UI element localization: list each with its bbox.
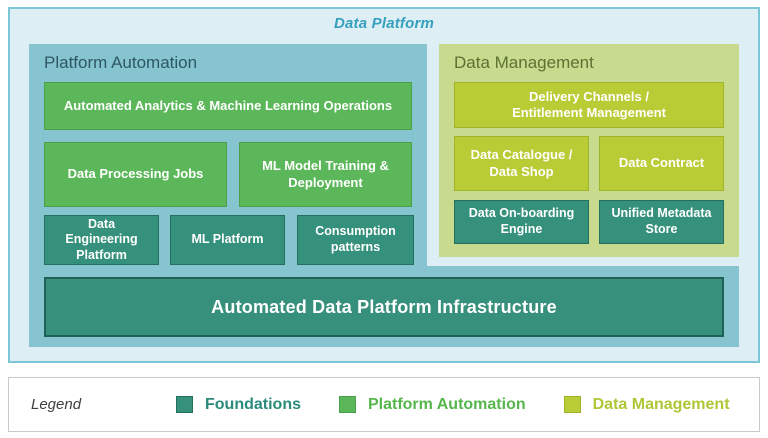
box-consumption-patterns: Consumption patterns [297, 215, 414, 265]
legend-item-label: Foundations [205, 395, 301, 413]
legend: Legend Foundations Platform Automation D… [8, 377, 760, 432]
foundations-swatch [176, 396, 193, 413]
data-platform-title: Data Platform [333, 15, 435, 32]
data-platform-container: Data Platform Platform Automation Automa… [8, 7, 760, 363]
platform-automation-swatch [338, 396, 356, 413]
legend-label: Legend [31, 396, 82, 413]
legend-item-label: Platform Automation [367, 395, 526, 413]
data-management-panel: Data Management Delivery Channels / Enti… [439, 44, 739, 257]
box-ml-platform: ML Platform [170, 215, 285, 265]
legend-item-label: Data Management [592, 395, 730, 413]
legend-item-data-management: Data Management [563, 395, 730, 414]
box-delivery-channels-entitlement: Delivery Channels / Entitlement Manageme… [454, 82, 724, 128]
data-management-heading: Data Management [454, 53, 594, 72]
data-management-swatch [563, 396, 581, 413]
platform-automation-panel: Platform Automation Automated Analytics … [29, 44, 427, 347]
legend-item-foundations: Foundations [176, 396, 301, 414]
box-data-catalogue-data-shop: Data Catalogue / Data Shop [454, 136, 589, 191]
legend-items: Foundations Platform Automation Data Man… [176, 396, 730, 414]
box-data-contract: Data Contract [599, 136, 724, 191]
box-ml-model-training-deployment: ML Model Training & Deployment [239, 142, 412, 207]
platform-automation-heading: Platform Automation [44, 53, 198, 72]
box-automated-analytics-ml-operations: Automated Analytics & Machine Learning O… [44, 82, 412, 130]
box-data-processing-jobs: Data Processing Jobs [44, 142, 227, 207]
box-automated-data-platform-infrastructure: Automated Data Platform Infrastructure [44, 277, 724, 337]
box-data-engineering-platform: Data Engineering Platform [44, 215, 159, 265]
box-data-onboarding-engine: Data On-boarding Engine [454, 200, 589, 244]
box-unified-metadata-store: Unified Metadata Store [599, 200, 724, 244]
legend-item-platform-automation: Platform Automation [338, 395, 526, 414]
